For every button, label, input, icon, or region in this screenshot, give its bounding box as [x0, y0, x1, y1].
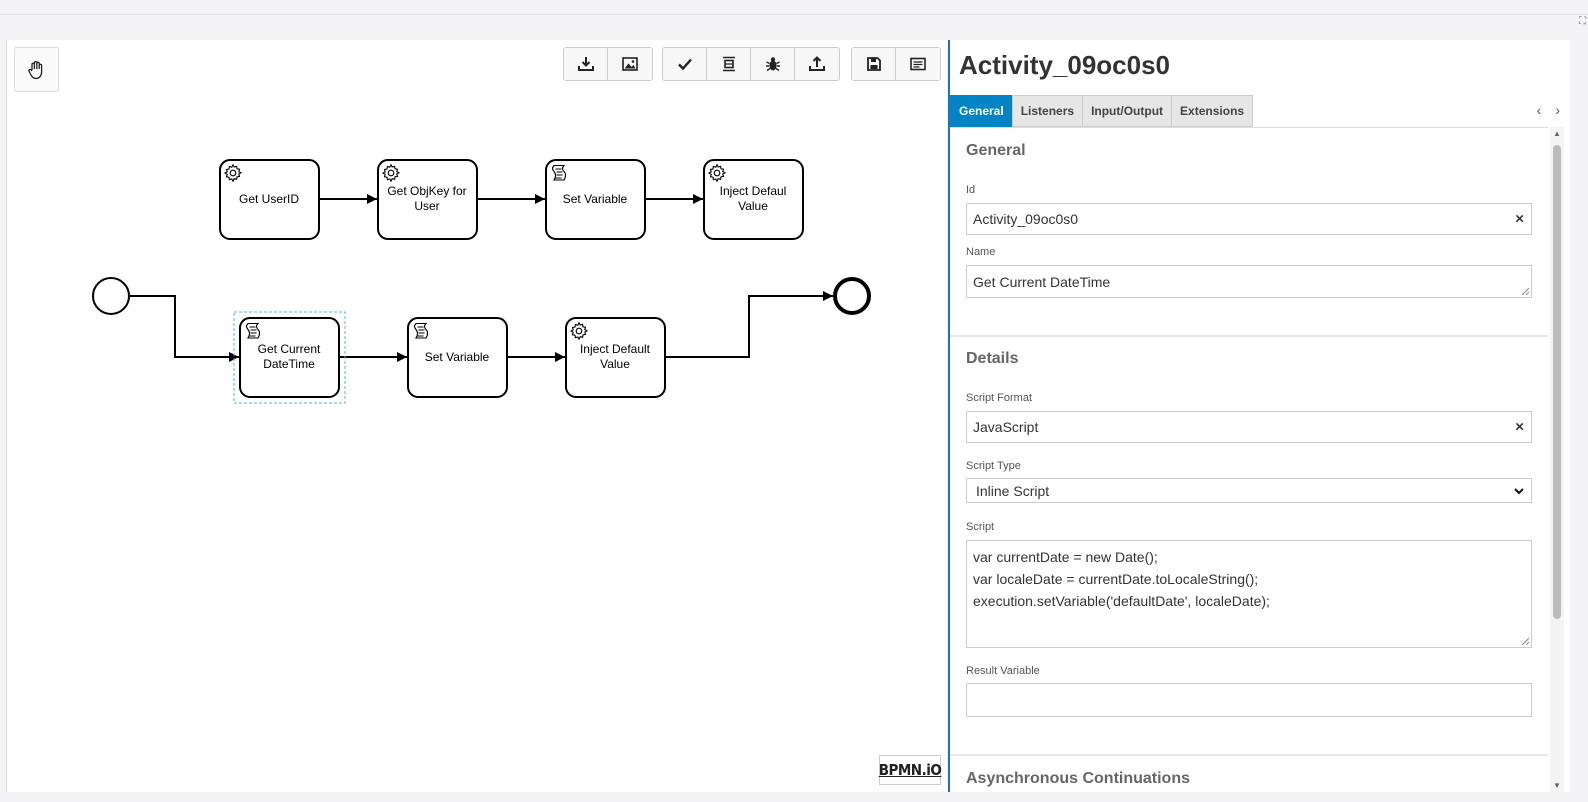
task-label: Set Variable: [563, 192, 628, 206]
scrollbar-thumb[interactable]: [1553, 145, 1561, 619]
chevron-left-icon[interactable]: ‹: [1536, 102, 1542, 118]
resize-grip-icon[interactable]: [1521, 287, 1529, 295]
name-label: Name: [966, 246, 996, 258]
sequence-flow[interactable]: [129, 295, 239, 362]
image-icon: [622, 57, 638, 71]
check-icon: [677, 58, 692, 71]
fullscreen-icon[interactable]: ⛶: [1579, 16, 1586, 27]
script-format-label: Script Format: [966, 392, 1033, 404]
tab-bar: General Listeners Input/Output Extension…: [950, 95, 1254, 127]
result-variable-input[interactable]: [966, 683, 1532, 717]
id-label: Id: [966, 184, 976, 196]
task-label: Set Variable: [425, 350, 490, 364]
end-event[interactable]: [833, 277, 871, 315]
script-type-label: Script Type: [966, 460, 1021, 472]
upload-icon: [809, 56, 825, 71]
task-label: Inject Defaul: [720, 184, 787, 198]
id-value: Activity_09oc0s0: [973, 211, 1079, 227]
task-inject-default-top[interactable]: Inject Defaul Value: [703, 159, 804, 240]
bpmn-diagram: Get UserID Get ObjKey for User Set Varia…: [92, 159, 871, 404]
toggle-panel-button[interactable]: [896, 48, 940, 80]
group-header-details: Details: [966, 350, 1019, 367]
script-format-input[interactable]: JavaScript ×: [966, 411, 1532, 443]
toolbar-group-export: [563, 47, 653, 81]
panel-title: Activity_09oc0s0: [959, 50, 1171, 80]
script-label: Script: [966, 521, 995, 533]
distribute-icon: [722, 56, 735, 72]
chevron-right-icon[interactable]: ›: [1555, 102, 1560, 118]
task-inject-default-bottom[interactable]: Inject Default Value: [565, 317, 666, 398]
task-label: Get UserID: [239, 192, 299, 206]
tab-listeners[interactable]: Listeners: [1011, 95, 1084, 127]
task-label: User: [414, 199, 439, 213]
tab-extensions[interactable]: Extensions: [1171, 95, 1254, 127]
group-header-async: Asynchronous Continuations: [966, 770, 1190, 787]
chevron-down-icon: [1514, 487, 1524, 494]
script-line: var localeDate = currentDate.toLocaleStr…: [973, 571, 1259, 587]
script-type-select[interactable]: Inline Script: [966, 478, 1532, 503]
clear-icon[interactable]: ×: [1515, 418, 1524, 436]
panel-toggle-icon: [910, 57, 926, 71]
panel-scrollbar[interactable]: ▲ ▼: [1550, 127, 1564, 792]
tab-input-output[interactable]: Input/Output: [1082, 95, 1173, 127]
task-get-objkey[interactable]: Get ObjKey for User: [377, 159, 478, 240]
group-divider: [950, 754, 1548, 756]
save-button[interactable]: [852, 48, 896, 80]
debug-button[interactable]: [751, 48, 795, 80]
download-image-button[interactable]: [608, 48, 652, 80]
save-icon: [866, 57, 881, 71]
scroll-down-icon[interactable]: ▼: [1553, 781, 1561, 790]
tab-scroll-arrows: ‹ ›: [1537, 102, 1560, 118]
name-value: Get Current DateTime: [973, 273, 1111, 290]
group-header-general: General: [966, 142, 1026, 159]
task-label: Inject Default: [580, 342, 651, 356]
bug-icon: [765, 57, 780, 72]
scroll-up-icon[interactable]: ▲: [1553, 129, 1561, 138]
id-input[interactable]: Activity_09oc0s0 ×: [966, 203, 1532, 235]
resize-grip-icon[interactable]: [1521, 637, 1529, 645]
distribute-button[interactable]: [707, 48, 751, 80]
sequence-flow[interactable]: [665, 291, 833, 358]
script-type-value: Inline Script: [976, 482, 1050, 499]
selection-outline: [233, 311, 346, 404]
script-line: execution.setVariable('defaultDate', loc…: [973, 593, 1270, 609]
task-label: Get ObjKey for: [387, 184, 466, 198]
deploy-button[interactable]: [795, 48, 839, 80]
name-input[interactable]: Get Current DateTime: [966, 265, 1532, 298]
toolbar-group-file: [851, 47, 941, 81]
clear-icon[interactable]: ×: [1515, 210, 1524, 228]
task-label: Get Current: [258, 342, 321, 356]
window-top-bar: [0, 0, 1588, 15]
task-set-variable-bottom[interactable]: Set Variable: [407, 317, 508, 398]
modeler-canvas[interactable]: Get UserID Get ObjKey for User Set Varia…: [6, 40, 947, 792]
start-event[interactable]: [92, 277, 130, 315]
tab-general[interactable]: General: [950, 95, 1013, 127]
result-variable-label: Result Variable: [966, 665, 1040, 677]
download-icon: [577, 57, 594, 71]
script-textarea[interactable]: var currentDate = new Date(); var locale…: [966, 540, 1532, 648]
bpmn-io-logo[interactable]: BPMN.iO: [879, 755, 942, 785]
validate-button[interactable]: [663, 48, 707, 80]
panel-scroll-area[interactable]: General Id Activity_09oc0s0 × Name Get C…: [950, 127, 1548, 793]
script-format-value: JavaScript: [973, 419, 1039, 435]
toolbar-group-tools: [662, 47, 840, 81]
task-set-variable-top[interactable]: Set Variable: [545, 159, 646, 240]
task-label: DateTime: [263, 357, 315, 371]
task-get-current-datetime[interactable]: Get Current DateTime: [239, 317, 340, 398]
properties-panel: Activity_09oc0s0 General Listeners Input…: [948, 40, 1570, 792]
task-label: Value: [738, 199, 768, 213]
task-get-userid[interactable]: Get UserID: [219, 159, 320, 240]
hand-icon: [27, 60, 42, 79]
task-label: Value: [600, 357, 630, 371]
hand-tool-button[interactable]: [14, 47, 59, 92]
script-line: var currentDate = new Date();: [973, 549, 1158, 565]
download-bpmn-button[interactable]: [564, 48, 608, 80]
group-divider: [950, 335, 1548, 337]
